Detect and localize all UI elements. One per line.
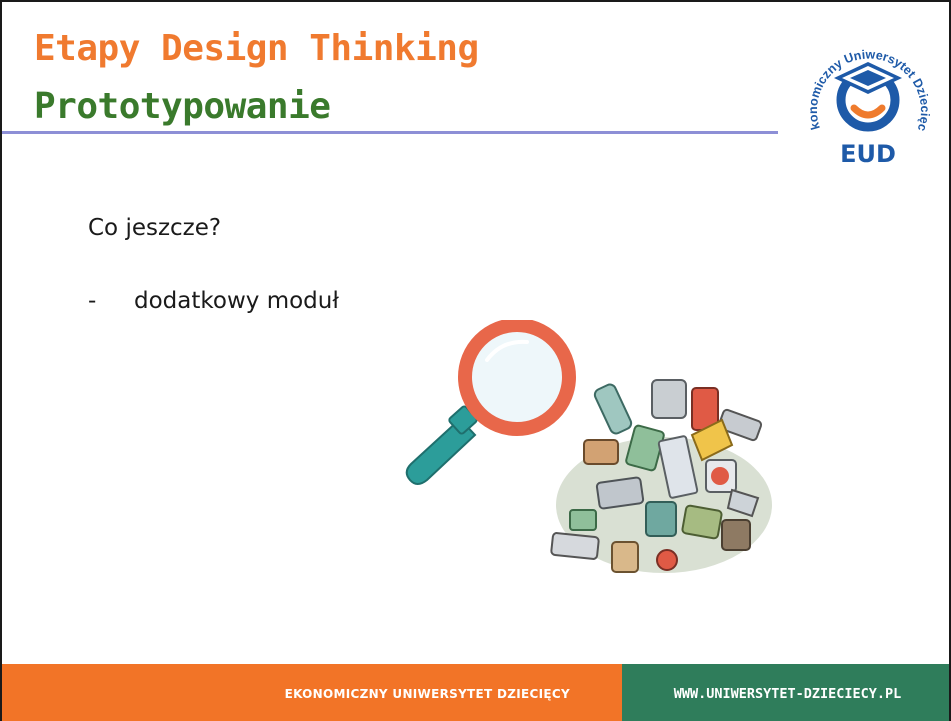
footer-org-name: EKONOMICZNY UNIWERSYTET DZIECIĘCY — [284, 686, 570, 701]
trash-pile-icon — [550, 379, 772, 573]
slide-subtitle: Prototypowanie — [34, 86, 331, 127]
bullet-text: dodatkowy moduł — [134, 288, 339, 314]
footer-left-band: EKONOMICZNY UNIWERSYTET DZIECIĘCY — [2, 664, 622, 721]
footer-right-band: WWW.UNIWERSYTET-DZIECIECY.PL — [622, 664, 949, 721]
footer-website: WWW.UNIWERSYTET-DZIECIECY.PL — [673, 685, 902, 702]
bullet-marker: - — [88, 288, 97, 314]
bullet-item: - dodatkowy moduł — [88, 288, 339, 314]
title-underline — [2, 131, 778, 134]
footer: EKONOMICZNY UNIWERSYTET DZIECIĘCY WWW.UN… — [2, 664, 949, 721]
slide-title: Etapy Design Thinking — [34, 28, 479, 69]
logo-acronym: EUD — [840, 140, 896, 168]
graduation-cap-icon — [834, 62, 902, 132]
body-text: Co jeszcze? — [88, 215, 222, 241]
illustration — [405, 320, 772, 573]
eud-logo: Ekonomiczny Uniwersytet Dziecięcy EUD — [798, 16, 932, 168]
magnifying-glass-icon — [405, 320, 576, 485]
